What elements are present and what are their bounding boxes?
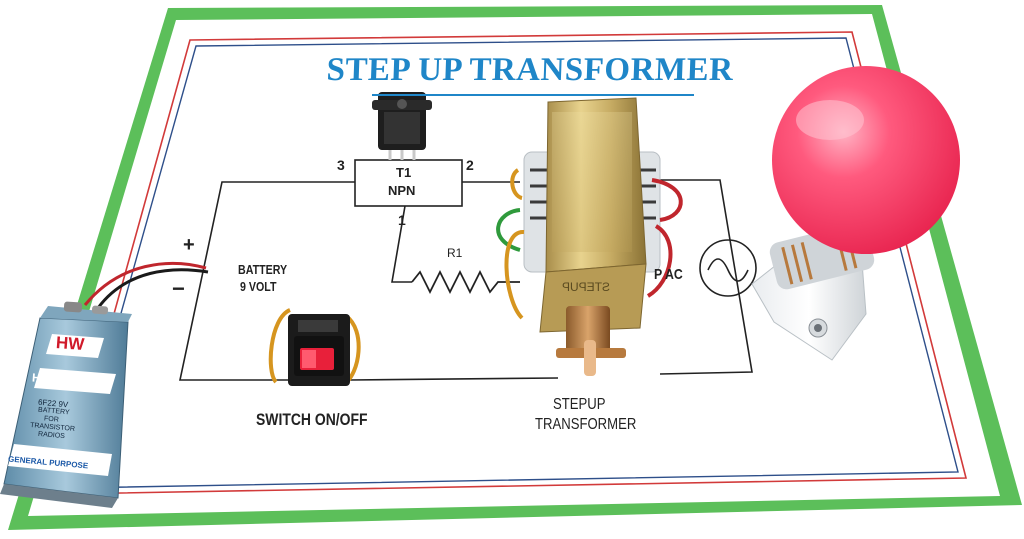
- transistor-type-label: NPN: [388, 183, 416, 198]
- resistor-label: R1: [447, 246, 463, 260]
- ac-sine-icon: [699, 239, 757, 297]
- board: [8, 5, 1022, 530]
- battery-line-3: FOR: [43, 415, 60, 424]
- title-underline: [372, 94, 694, 96]
- battery-wires: [83, 262, 209, 309]
- transistor-name-label: T1: [396, 165, 412, 180]
- transistor-icon: [372, 92, 432, 160]
- switch-label: SWITCH ON/OFF: [256, 410, 368, 429]
- board-title: STEP UP TRANSFORMER: [325, 52, 735, 88]
- battery-brand-logo: HW: [55, 333, 85, 354]
- circuit-wiring: [179, 159, 753, 381]
- resistor-symbol: [411, 269, 520, 295]
- bulb-icon: [751, 66, 960, 361]
- battery-minus-sign: −: [172, 276, 185, 301]
- board-white-card: [28, 14, 1000, 516]
- pin-1-label: 1: [398, 212, 406, 228]
- transformer-stamp: STEPUP: [562, 280, 611, 294]
- battery-plus-sign: +: [183, 234, 195, 256]
- pin-2-label: 2: [466, 157, 474, 173]
- battery-brand-name: Hi-Watt: [31, 370, 74, 388]
- battery-label-1: BATTERY: [238, 262, 288, 277]
- battery-label-2: 9 VOLT: [240, 279, 277, 294]
- pin-3-label: 3: [337, 157, 345, 173]
- rocker-switch-icon: [268, 308, 361, 386]
- output-ac-label: P AC: [654, 266, 683, 283]
- transformer-label-1: STEPUP: [553, 396, 606, 413]
- battery-9v: [0, 301, 132, 508]
- transformer-label-2: TRANSFORMER: [535, 416, 637, 433]
- transformer-component: [496, 97, 683, 376]
